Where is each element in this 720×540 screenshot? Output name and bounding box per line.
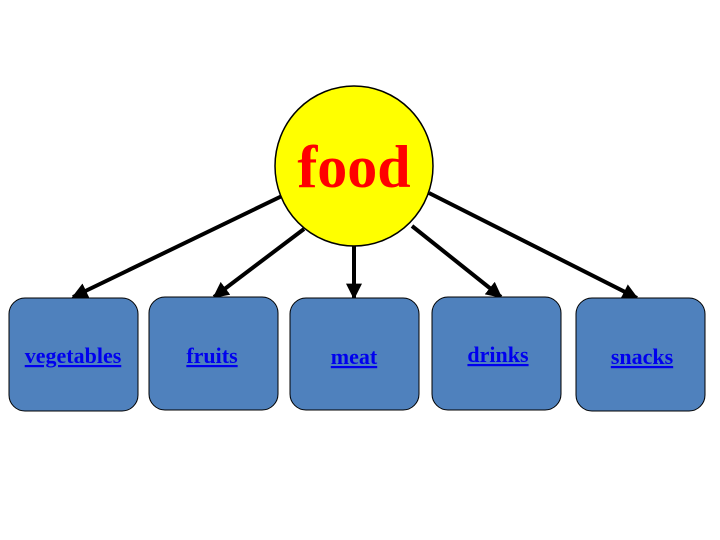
center-circle xyxy=(274,85,434,247)
center-node: food xyxy=(274,85,434,247)
child-node-fruits[interactable]: fruits xyxy=(148,296,279,411)
arrows xyxy=(71,191,639,300)
arrow-to-drinks xyxy=(410,224,503,299)
child-node-snacks[interactable]: snacks xyxy=(575,297,706,412)
child-link-meat[interactable]: meat xyxy=(331,344,378,369)
child-link-snacks[interactable]: snacks xyxy=(611,344,674,369)
child-box[interactable] xyxy=(431,296,562,411)
child-node-drinks[interactable]: drinks xyxy=(431,296,562,411)
child-box[interactable] xyxy=(575,297,706,412)
arrow-to-snacks xyxy=(428,191,639,300)
child-node-vegetables[interactable]: vegetables xyxy=(8,297,139,412)
child-box[interactable] xyxy=(148,296,279,411)
child-node-meat[interactable]: meat xyxy=(289,297,420,411)
center-label: food xyxy=(297,134,410,200)
child-box[interactable] xyxy=(289,297,420,411)
arrow-to-fruits xyxy=(212,227,306,299)
child-link-drinks[interactable]: drinks xyxy=(467,342,529,367)
arrow-to-vegetables xyxy=(71,194,283,299)
child-link-fruits[interactable]: fruits xyxy=(186,343,238,368)
child-box[interactable] xyxy=(8,297,139,412)
child-link-vegetables[interactable]: vegetables xyxy=(25,343,122,368)
